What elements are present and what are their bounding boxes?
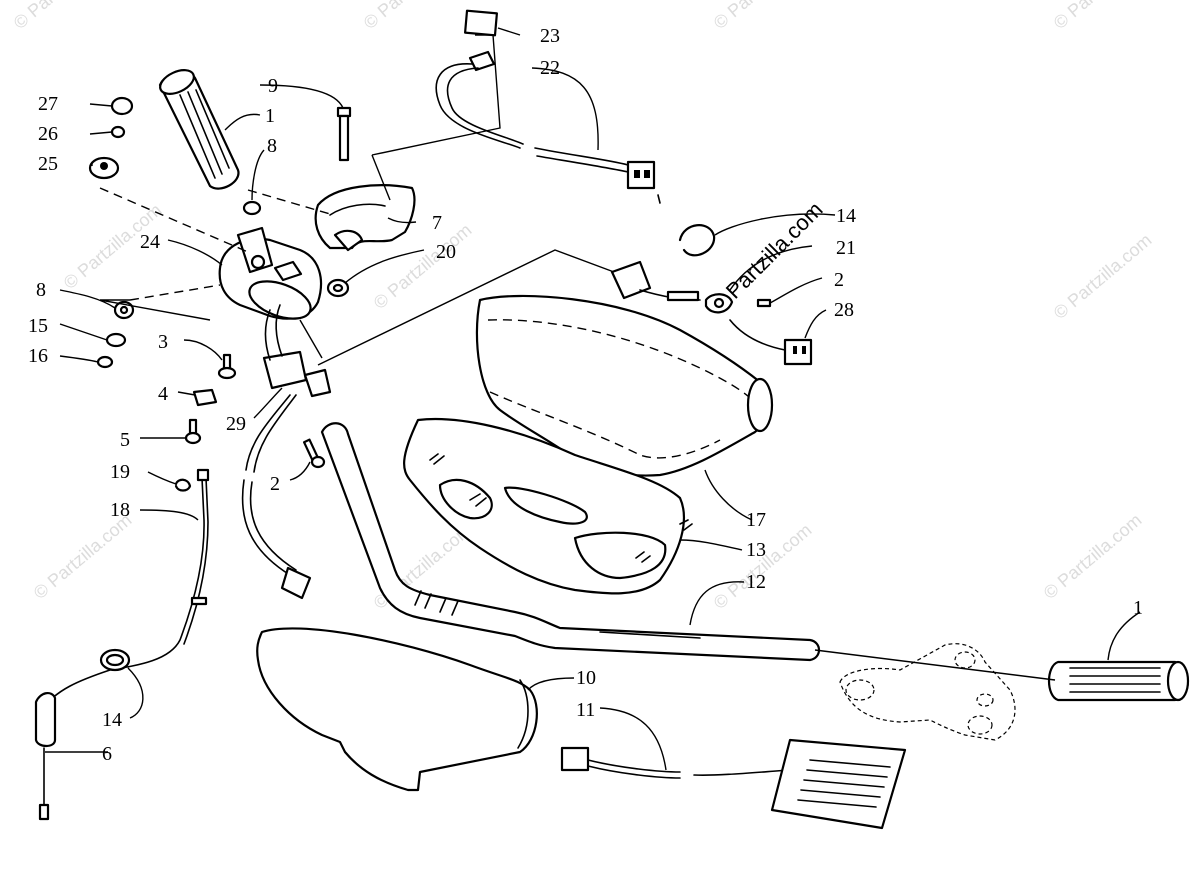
callout-16: 16 (28, 345, 48, 367)
watermark-center: Partzilla.com (721, 197, 828, 304)
part-18-cable (41, 468, 210, 711)
part-2-screw-upper (756, 298, 772, 308)
part-22-wire-harness (435, 50, 661, 204)
leader-lines (45, 27, 1141, 771)
part-23-tag (463, 9, 499, 37)
callout-8-lower: 8 (36, 279, 46, 301)
callout-19: 19 (110, 461, 130, 483)
part-9-screw (336, 106, 352, 162)
callout-3: 3 (158, 331, 168, 353)
part-15-washer (105, 332, 127, 348)
watermark: © Partzilla.com (710, 520, 816, 613)
part-13-foam (403, 417, 693, 595)
part-17-pad (475, 294, 774, 477)
right-control-phantom (839, 643, 1016, 741)
part-21-switch (610, 260, 734, 314)
watermark: © Partzilla.com (10, 0, 116, 33)
callout-20: 20 (436, 241, 456, 263)
part-2-screw-lower (302, 438, 326, 469)
part-14-clamp-upper (678, 224, 716, 257)
callout-5: 5 (120, 429, 130, 451)
part-5-screw (184, 418, 202, 445)
callout-12: 12 (746, 571, 766, 593)
part-16-washer (96, 355, 114, 369)
watermark: © Partzilla.com (1040, 510, 1146, 603)
part-8-nut-upper (242, 200, 262, 216)
callout-6: 6 (102, 743, 112, 765)
callout-1-right: 1 (1133, 597, 1143, 619)
part-10-lower-pad (256, 627, 538, 792)
callout-17: 17 (746, 509, 766, 531)
watermark: © Partzilla.com (1050, 0, 1156, 33)
part-24-throttle-block (218, 226, 322, 320)
callout-4: 4 (158, 383, 168, 405)
callout-21: 21 (836, 237, 856, 259)
part-3-screw (217, 353, 237, 380)
watermark: © Partzilla.com (360, 0, 466, 33)
callout-22: 22 (540, 57, 560, 79)
part-8-nut-lower (113, 300, 135, 320)
part-27-cap (110, 96, 134, 116)
part-26-washer (110, 125, 126, 139)
callout-26: 26 (38, 123, 58, 145)
callout-27: 27 (38, 93, 58, 115)
callout-11: 11 (576, 699, 595, 721)
callout-14-upper: 14 (836, 205, 856, 227)
callout-labels: 1 1 2 2 3 4 5 6 7 8 8 9 10 11 12 13 14 1… (28, 25, 1143, 765)
part-28-connector (729, 319, 813, 366)
callout-14-lower: 14 (102, 709, 122, 731)
callout-2-upper: 2 (834, 269, 844, 291)
part-1-left-grip (158, 69, 240, 190)
part-12-handlebar (320, 422, 821, 662)
watermark: © Partzilla.com (1050, 230, 1156, 323)
callout-25: 25 (38, 153, 58, 175)
watermark: © Partzilla.com (30, 510, 136, 603)
part-19-clip (174, 478, 192, 492)
callout-18: 18 (110, 499, 130, 521)
part-25-mount (88, 156, 120, 180)
callout-24: 24 (140, 231, 160, 253)
part-7-housing (314, 184, 416, 252)
callout-29: 29 (226, 413, 246, 435)
callout-8-upper: 8 (267, 135, 277, 157)
part-14-clamp-lower (99, 648, 131, 672)
callout-10: 10 (576, 667, 596, 689)
watermark: © Partzilla.com (710, 0, 816, 33)
callout-13: 13 (746, 539, 766, 561)
callout-1-left: 1 (265, 105, 275, 127)
callout-23: 23 (540, 25, 560, 47)
part-1-right-grip (1047, 660, 1190, 702)
callout-2-lower: 2 (270, 473, 280, 495)
part-11-heater (560, 738, 907, 830)
part-20-nut (326, 278, 350, 298)
part-6-cable-end (34, 692, 57, 821)
callout-7: 7 (432, 212, 442, 234)
callout-15: 15 (28, 315, 48, 337)
callout-9: 9 (268, 75, 278, 97)
part-29-switch (241, 304, 332, 600)
part-4-clip (192, 388, 218, 407)
callout-28: 28 (834, 299, 854, 321)
